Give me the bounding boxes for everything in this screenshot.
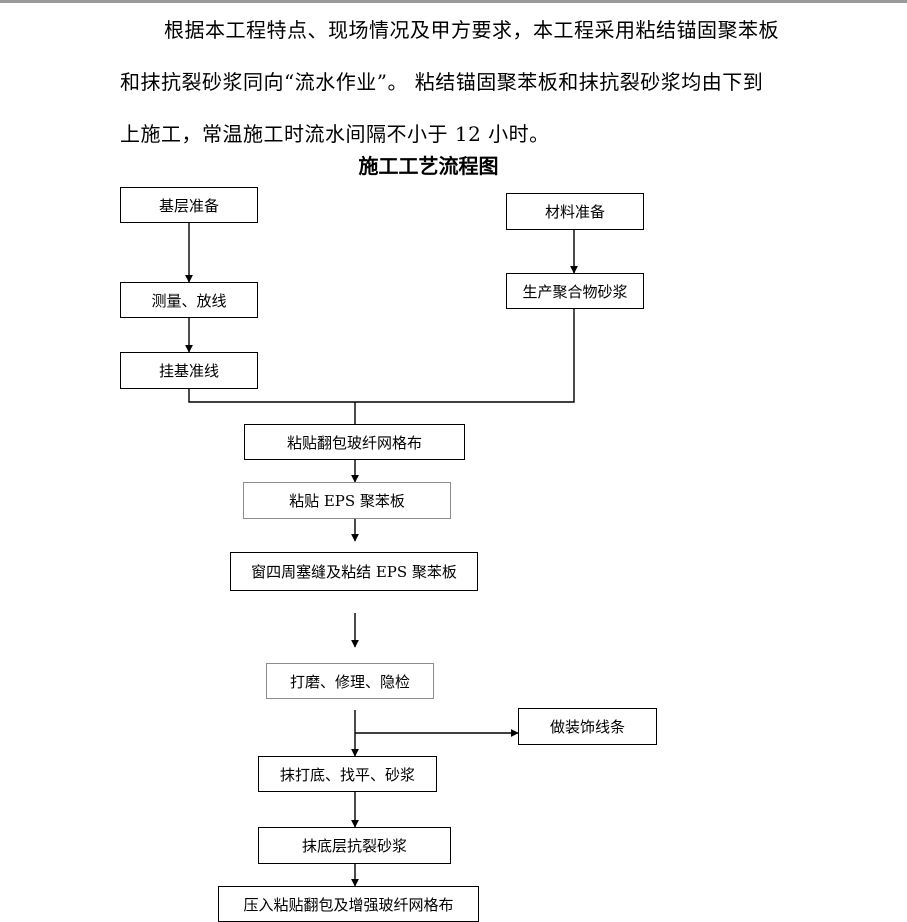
step-mesh-wrap: 粘贴翻包玻纤网格布 xyxy=(244,424,465,460)
step-eps-board: 粘贴 EPS 聚苯板 xyxy=(243,482,451,519)
merge-line-right xyxy=(355,309,575,403)
step-mortar-production: 生产聚合物砂浆 xyxy=(506,273,644,309)
step-survey: 测量、放线 xyxy=(120,282,258,318)
intro-paragraph: 根据本工程特点、现场情况及甲方要求，本工程采用粘结锚固聚苯板 和抹抗裂砂浆同向“… xyxy=(120,4,820,160)
paragraph-line-1: 根据本工程特点、现场情况及甲方要求，本工程采用粘结锚固聚苯板 xyxy=(164,18,779,42)
flowchart-title: 施工工艺流程图 xyxy=(358,154,499,178)
paragraph-line-3: 上施工，常温施工时流水间隔不小于 12 小时。 xyxy=(120,122,550,146)
step-sanding: 打磨、修理、隐检 xyxy=(266,663,434,699)
step-crack-mortar: 抹底层抗裂砂浆 xyxy=(258,827,451,864)
step-base-coat: 抹打底、找平、砂浆 xyxy=(258,756,437,792)
merge-line-left xyxy=(188,389,355,403)
step-base-prep: 基层准备 xyxy=(120,187,258,223)
step-decor-line: 做装饰线条 xyxy=(518,708,657,745)
step-press-mesh: 压入粘贴翻包及增强玻纤网格布 xyxy=(218,886,479,922)
step-hang-line: 挂基准线 xyxy=(120,352,258,389)
step-window-seal: 窗四周塞缝及粘结 EPS 聚苯板 xyxy=(230,552,478,591)
step-material-prep: 材料准备 xyxy=(506,193,644,230)
paragraph-line-2: 和抹抗裂砂浆同向“流水作业”。 粘结锚固聚苯板和抹抗裂砂浆均由下到 xyxy=(120,70,764,94)
page-top-rule xyxy=(0,0,907,3)
